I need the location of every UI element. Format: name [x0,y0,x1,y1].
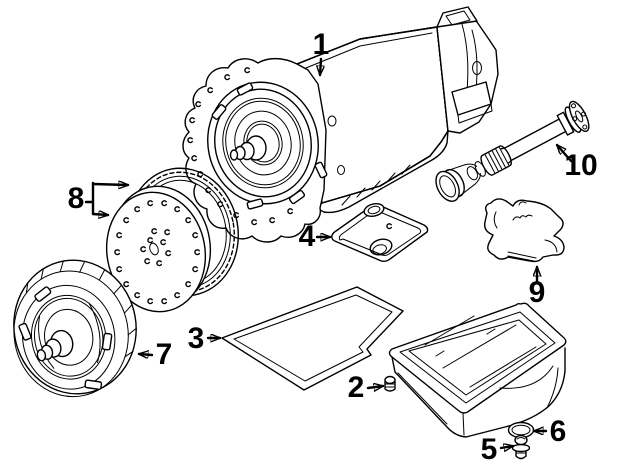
leader-8-bracket [84,181,95,216]
leader-8b [91,214,110,215]
drain-plug-drawing [384,375,396,392]
leader-1 [320,57,321,77]
leader-2 [366,386,385,388]
drain-bolt-drawing [511,434,531,460]
leader-7 [137,354,154,355]
callout-10[interactable]: 10 [564,149,598,182]
callout-9[interactable]: 9 [528,276,546,309]
transmission-drawing [182,6,499,243]
leader-10 [555,143,573,163]
callout-1[interactable]: 1 [312,28,330,61]
leader-arrows [84,57,573,448]
filter-drawing [331,202,429,262]
flexplate-drawing [105,185,212,313]
callout-3[interactable]: 3 [187,322,205,355]
leader-8a [91,184,130,185]
gasket-drawing [221,286,404,391]
torque-converter-drawing [13,259,137,398]
callout-4[interactable]: 4 [298,220,316,253]
callout-6[interactable]: 6 [549,415,567,448]
mount-bracket-drawing [483,198,565,263]
callout-8[interactable]: 8 [67,182,85,215]
oil-pan-drawing [388,302,567,438]
leader-5 [499,446,515,448]
callout-5[interactable]: 5 [480,433,498,466]
callout-7[interactable]: 7 [155,338,173,371]
drive-shaft-drawing [435,100,590,202]
callout-2[interactable]: 2 [347,371,365,404]
